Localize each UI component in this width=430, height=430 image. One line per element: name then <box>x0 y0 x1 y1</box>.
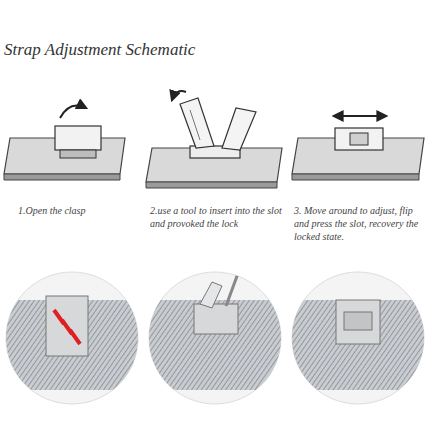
step-caption: 2.use a tool to insert into the slot and… <box>150 204 285 230</box>
photo-3 <box>285 272 430 404</box>
photo-1 <box>0 272 150 404</box>
step-2-drawing <box>146 91 282 188</box>
step-caption: 1.Open the clasp <box>18 204 138 217</box>
step-caption: 3. Move around to adjust, flip and press… <box>294 204 426 243</box>
diagram-title: Strap Adjustment Schematic <box>4 40 195 60</box>
photo-2 <box>140 268 290 404</box>
step-1-drawing <box>4 106 125 180</box>
step-3-drawing <box>292 116 424 180</box>
